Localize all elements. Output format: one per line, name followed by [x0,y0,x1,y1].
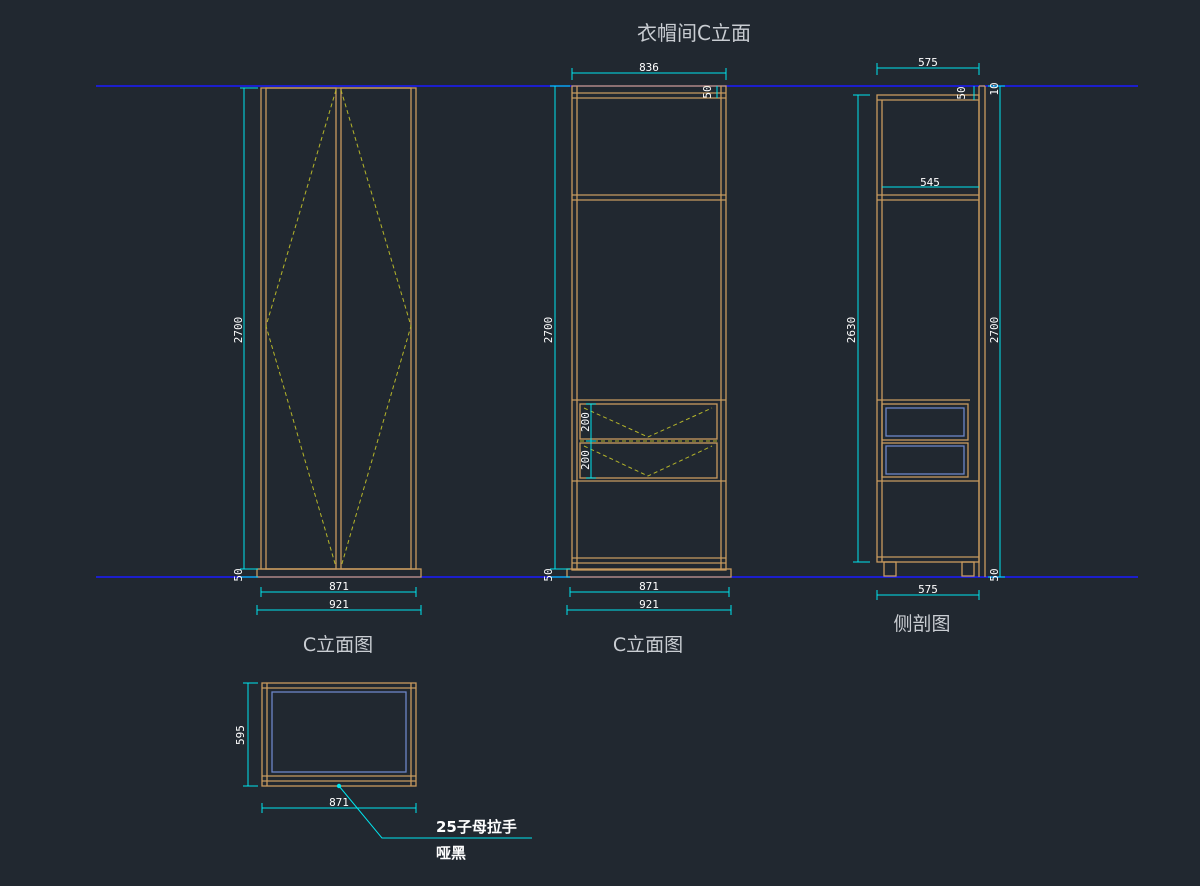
right-door-swing [340,89,412,568]
view-front-doors: 2700 50 871 921 C立面图 [232,87,422,656]
left-door-swing [265,89,337,568]
right-door-panel [340,87,412,570]
cabinet-frame [571,85,727,571]
drawer-swing-lines [580,407,717,477]
dimensions-plan [243,682,532,839]
cabinet-plinth [566,568,732,578]
inner-width-dimension-text: 871 [639,580,659,593]
drawer-1-dimension-text: 200 [579,412,592,432]
view-front-interior: 836 50 2700 200 200 50 871 921 C立面图 [542,61,732,656]
cabinet-frame [260,87,417,570]
plan-drawer-inner [271,691,407,773]
plan-frame [261,682,417,787]
leader-line [338,785,532,839]
handle-note-line2: 哑黑 [436,844,466,862]
dimensions-front-interior [550,68,732,615]
top-depth-dimension-text: 575 [918,56,938,69]
shelf-depth-dimension-text: 545 [920,176,940,189]
base-dimension-text: 50 [232,568,245,581]
handle-note-line1: 25子母拉手 [436,818,517,836]
view-caption: C立面图 [303,634,373,656]
door-cabinet-outline [256,87,422,578]
drawer-box-2 [881,442,969,478]
plan-cabinet-outline [261,682,417,787]
view-caption: 侧剖图 [893,613,950,635]
outer-width-dimension-text: 921 [639,598,659,611]
interior-cabinet-outline [566,85,732,578]
adjustable-foot [961,561,975,577]
height-dimension-text: 2700 [542,317,555,344]
view-side-section: 575 50 10 545 2630 2700 50 575 侧剖图 [845,56,1005,635]
outer-width-dimension-text: 921 [329,598,349,611]
height-dimension-text: 2700 [232,317,245,344]
top-board-dimension-text: 50 [701,85,714,98]
drawer-2-dimension-text: 200 [579,450,592,470]
width-dimension-text: 871 [329,796,349,809]
total-height-dimension-text: 2700 [988,317,1001,344]
drawer-inner-boxes [885,407,965,475]
inner-width-dimension-text: 871 [329,580,349,593]
dimensions-side-section [853,63,1005,600]
base-dimension-text: 50 [988,568,1001,581]
cabinet-side-frame [876,94,980,563]
inner-height-dimension-text: 2630 [845,317,858,344]
side-cabinet-outline [876,85,986,577]
adjustable-foot [883,561,897,577]
drawer-box-1 [881,403,969,441]
view-caption: C立面图 [613,634,683,656]
cabinet-plinth [256,568,422,578]
drawer-inner-2 [885,445,965,475]
view-plan: 595 871 25子母拉手 哑黑 [234,682,532,862]
drawer-front-1 [579,403,718,440]
drawer-1-indicator [583,407,713,438]
door-swing-lines [265,89,412,568]
drawer-2-indicator [583,445,713,477]
base-dimension-text: 50 [542,568,555,581]
bottom-depth-dimension-text: 575 [918,583,938,596]
top-gap-dimension-text: 10 [988,82,1001,95]
depth-dimension-text: 595 [234,725,247,745]
left-door-panel [265,87,337,570]
dimensions-front-doors [240,87,422,615]
drawer-inner-1 [885,407,965,437]
top-width-dimension-text: 836 [639,61,659,74]
reference-lines [96,85,1138,578]
drawer-front-2 [579,442,718,479]
top-board-dimension-text: 50 [955,86,968,99]
drawing-title: 衣帽间C立面 [637,21,751,45]
